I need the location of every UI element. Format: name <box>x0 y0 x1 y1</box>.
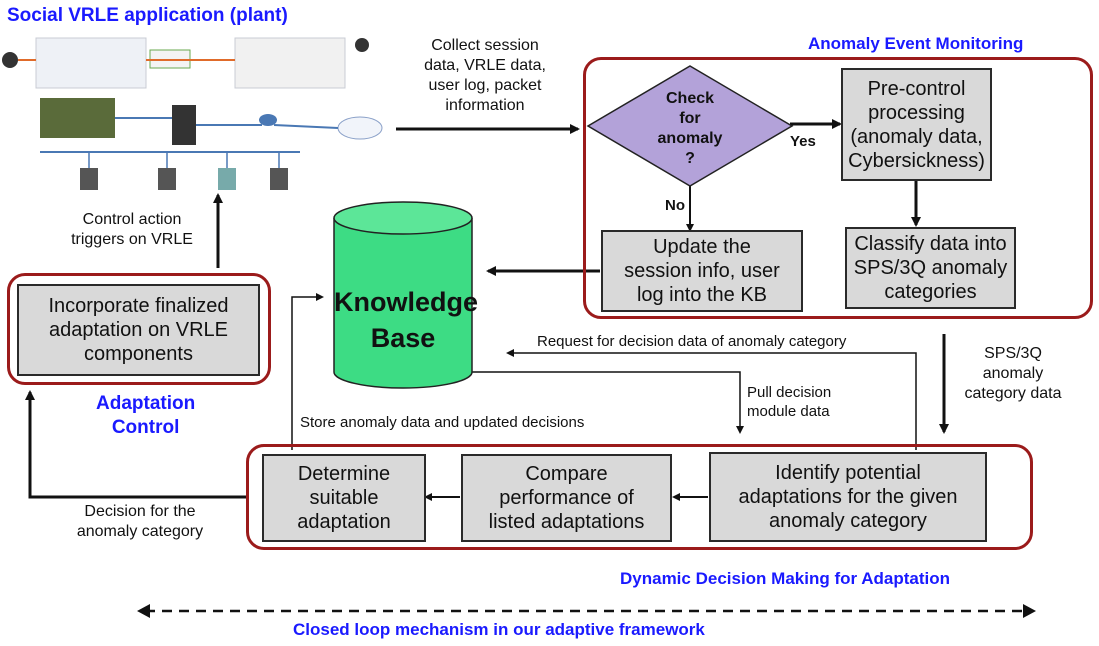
plant-collage-graphic <box>2 37 383 190</box>
edge-pull <box>472 371 744 434</box>
closed-loop-title: Closed loop mechanism in our adaptive fr… <box>293 620 705 639</box>
incorporate-box: Incorporate finalized adaptation on VRLE… <box>17 284 260 376</box>
update-session-box: Update the session info, user log into t… <box>601 230 803 312</box>
knowledge-base-label: Knowledge Base <box>334 287 479 354</box>
compare-box: Compare performance of listed adaptation… <box>461 454 672 542</box>
yes-label: Yes <box>790 133 816 150</box>
edge-store <box>291 293 324 450</box>
adaptation-control-title: Adaptation Control <box>96 393 196 438</box>
identify-box: Identify potential adaptations for the g… <box>709 452 987 542</box>
edge-decision <box>25 390 246 499</box>
closed-loop-arrowhead-right <box>1023 604 1036 618</box>
pre-control-box: Pre-control processing (anomaly data, Cy… <box>841 68 992 181</box>
plant-collage <box>0 30 392 200</box>
sps-category-label: SPS/3Q anomaly category data <box>964 345 1062 402</box>
decision-for-label: Decision for the anomaly category <box>76 503 204 540</box>
check-anomaly-label: Check for anomaly ? <box>657 90 723 167</box>
no-label: No <box>665 197 685 214</box>
control-action-label: Control action triggers on VRLE <box>71 211 193 248</box>
store-anomaly-label: Store anomaly data and updated decisions <box>300 414 585 431</box>
edge-request <box>506 349 917 450</box>
adaptation-control-frame <box>7 273 271 385</box>
request-decision-label: Request for decision data of anomaly cat… <box>537 333 847 350</box>
monitoring-frame <box>583 57 1093 319</box>
monitoring-title: Anomaly Event Monitoring <box>808 34 1024 53</box>
classify-box: Classify data into SPS/3Q anomaly catego… <box>845 227 1016 309</box>
closed-loop-arrowhead-left <box>137 604 150 618</box>
plant-title: Social VRLE application (plant) <box>7 5 288 26</box>
determine-box: Determine suitable adaptation <box>262 454 426 542</box>
decision-making-title: Dynamic Decision Making for Adaptation <box>620 569 950 588</box>
decision-making-frame <box>246 444 1033 550</box>
pull-decision-label: Pull decision module data <box>747 384 832 420</box>
collect-label: Collect session data, VRLE data, user lo… <box>424 37 546 114</box>
